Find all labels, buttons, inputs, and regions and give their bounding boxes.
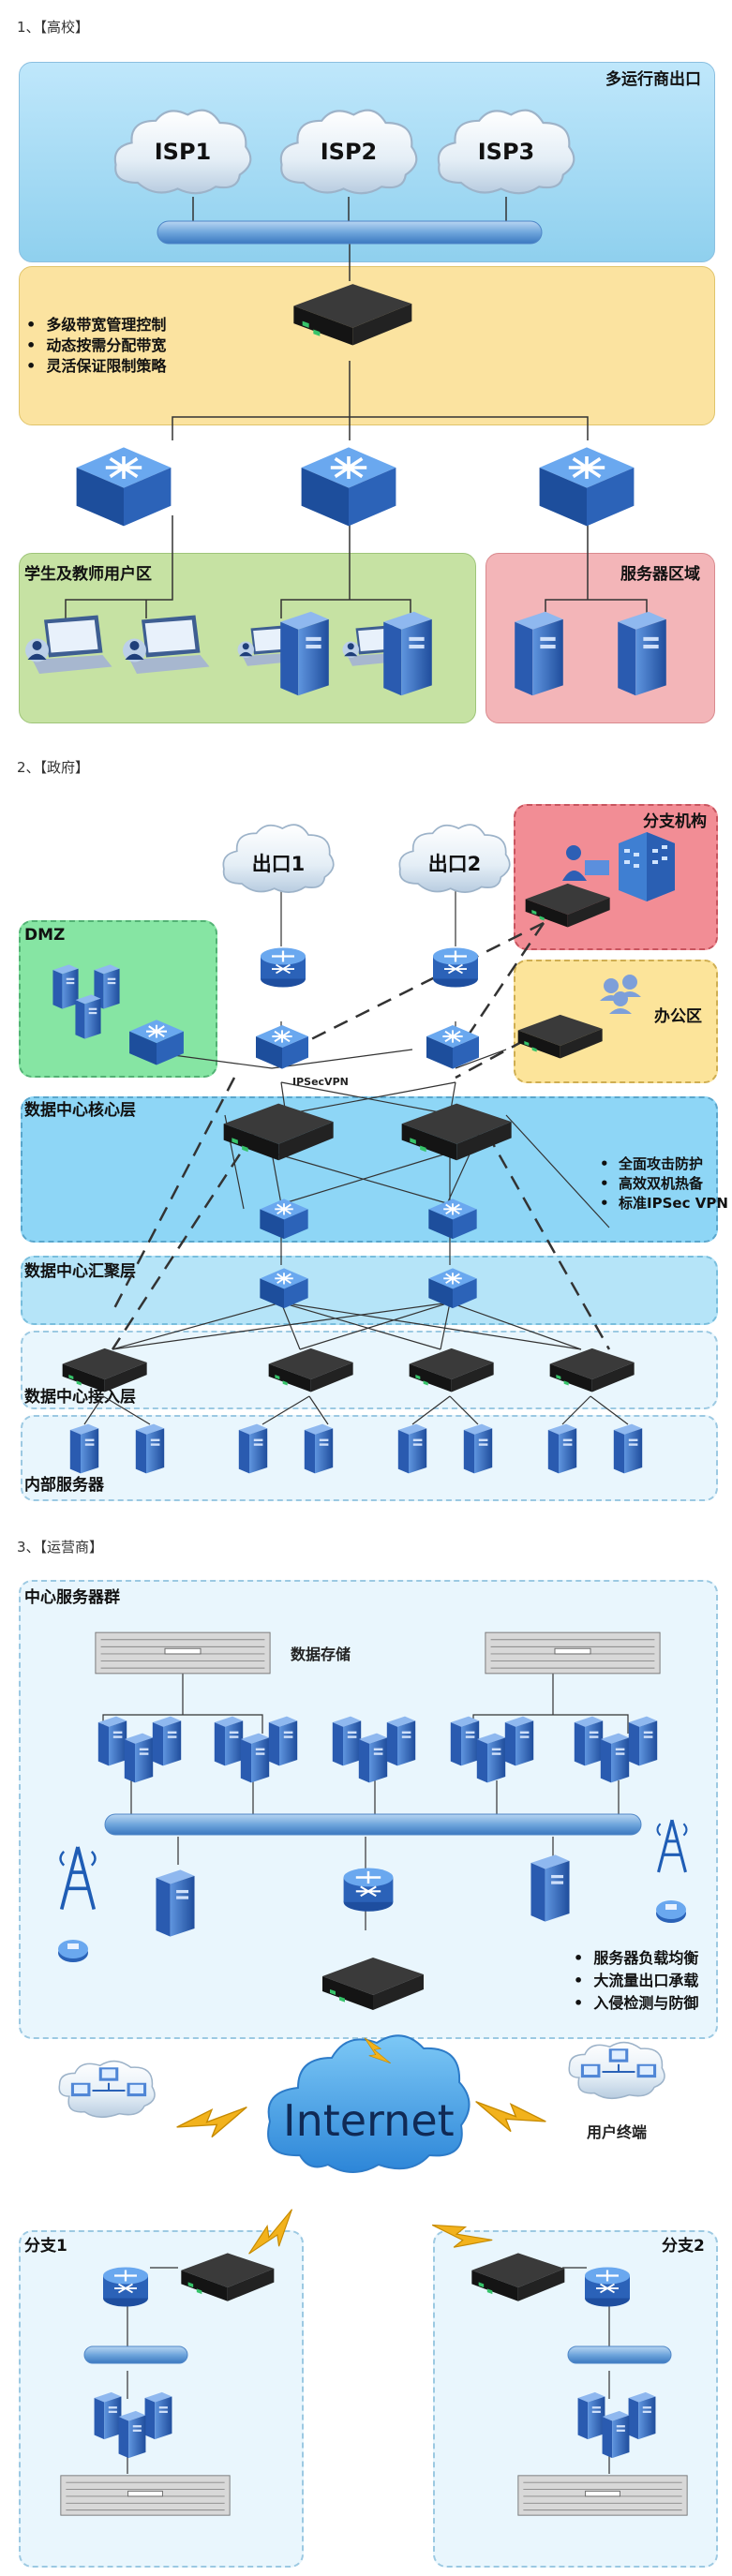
s2-feature-item: • 全面攻击防护 (600, 1155, 704, 1172)
s2-feature-list: • 全面攻击防护 • 高效双机热备 • 标准IPSec VPN (600, 1154, 728, 1214)
phone-icon (656, 1900, 686, 1923)
server-icon (94, 2391, 122, 2440)
section-1-diagram (25, 109, 666, 696)
center-zone-label: 中心服务器群 (24, 1588, 120, 1607)
isp-zone-label: 多运行商出口 (605, 70, 701, 89)
cloud-label-isp2: ISP2 (320, 139, 378, 165)
branch2-bar (567, 2345, 672, 2364)
section-2-diagram (52, 824, 675, 1474)
storage-icon (485, 1631, 661, 1675)
antenna-icon (655, 1818, 689, 1874)
cloud-label-isp1: ISP1 (154, 139, 212, 165)
storage-icon (95, 1631, 271, 1675)
firewall-icon (471, 2253, 565, 2301)
router-icon (342, 1867, 395, 1913)
phone-icon (58, 1940, 88, 1962)
storage-label: 数据存储 (291, 1645, 351, 1663)
section-2-title: 2、【政府】 (17, 759, 90, 776)
users-icon (600, 975, 641, 1014)
branch2-zone-label: 分支2 (662, 2237, 705, 2256)
s2-feature-item: • 标准IPSec VPN (600, 1195, 728, 1212)
internal-servers-label: 内部服务器 (24, 1476, 104, 1495)
branch1-bar (83, 2345, 188, 2364)
server-zone-label: 服务器区域 (620, 565, 700, 584)
bolt-icon (427, 2210, 493, 2263)
s1-feature-item: • 多级带宽管理控制 (26, 316, 167, 334)
s1-feature-item: • 动态按需分配带宽 (26, 336, 167, 354)
core-zone-label: 数据中心核心层 (24, 1101, 136, 1120)
storage-icon (60, 2475, 231, 2516)
server-icon (602, 2410, 630, 2459)
s1-feature-item: • 灵活保证限制策略 (26, 357, 167, 375)
core-zone (21, 1096, 718, 1243)
cloud-label-exit1: 出口1 (251, 853, 306, 875)
internet-cloud-icon (267, 2034, 471, 2173)
s3-feature-item: • 入侵检测与防御 (574, 1994, 699, 2012)
router-icon (101, 2266, 150, 2308)
agg-zone-label: 数据中心汇聚层 (24, 1262, 136, 1281)
pcs-icon (58, 2060, 157, 2119)
user-zone-label: 学生及教师用户区 (24, 565, 152, 584)
server-icon (628, 2391, 656, 2440)
bolt-icon (175, 2106, 248, 2138)
access-zone-label: 数据中心接入层 (24, 1388, 136, 1407)
cloud-label-exit2: 出口2 (427, 853, 482, 875)
dmz-zone-label: DMZ (24, 926, 66, 945)
branch-zone (514, 804, 718, 950)
branch1-zone-label: 分支1 (24, 2237, 67, 2256)
server-icon (118, 2410, 146, 2459)
router-icon (583, 2266, 632, 2308)
server-icon (156, 1869, 195, 1937)
bolt-icon (474, 2100, 547, 2133)
office-zone-label: 办公区 (654, 1007, 702, 1026)
branch-building-icon (562, 832, 675, 901)
ipsec-vpn-label: IPSecVPN (292, 1076, 349, 1088)
s3-feature-item: • 大流量出口承载 (574, 1972, 699, 1989)
terminal-label: 用户终端 (587, 2123, 648, 2141)
storage-icon (517, 2475, 688, 2516)
section-1-title: 1、【高校】 (17, 19, 90, 36)
server-icon (530, 1854, 570, 1922)
s3-feature-item: • 服务器负载均衡 (574, 1949, 699, 1967)
firewall-icon (322, 1958, 424, 2010)
link-bar (157, 220, 543, 245)
bolt-icon (239, 2209, 306, 2262)
server-zone (486, 553, 715, 723)
s2-feature-item: • 高效双机热备 (600, 1175, 704, 1192)
s1-feature-list: • 多级带宽管理控制 • 动态按需分配带宽 • 灵活保证限制策略 (26, 315, 166, 377)
pcs-icon (568, 2041, 666, 2100)
antenna-icon (58, 1845, 97, 1912)
section-3-title: 3、【运营商】 (17, 1539, 104, 1556)
internet-label: Internet (283, 2095, 455, 2146)
server-icon (577, 2391, 605, 2440)
cloud-label-isp3: ISP3 (477, 139, 535, 165)
firewall-icon (181, 2253, 275, 2301)
server-icon (144, 2391, 172, 2440)
backbone-bar (104, 1813, 642, 1836)
s3-feature-list: • 服务器负载均衡 • 大流量出口承载 • 入侵检测与防御 (574, 1947, 698, 2015)
server-cluster (97, 1716, 658, 1783)
branch-zone-label: 分支机构 (643, 812, 707, 831)
